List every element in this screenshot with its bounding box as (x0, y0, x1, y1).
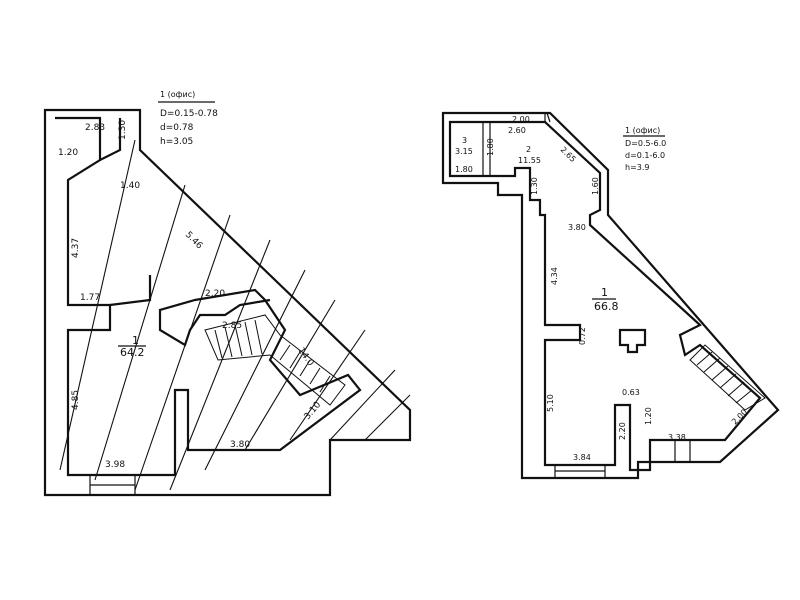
right-dim-260: 2.60 (508, 126, 526, 135)
right-top-corner-mark (544, 112, 551, 123)
right-dim-180a: 1.80 (455, 165, 473, 174)
right-legend-line4: h=3.9 (625, 163, 650, 172)
right-dim-265: 2.65 (559, 145, 578, 164)
right-window (554, 465, 606, 478)
right-dim-384: 3.84 (573, 453, 591, 462)
left-legend-line2: D=0.15-0.78 (160, 109, 218, 119)
right-staircase (689, 344, 766, 411)
left-legend-line4: h=3.05 (160, 137, 193, 147)
right-room2-number: 2 (526, 145, 531, 154)
left-room-area: 64.2 (120, 346, 145, 359)
right-legend-line1: 1 (офис) (625, 126, 660, 135)
left-dim-177: 1.77 (80, 293, 100, 303)
left-legend-line1: 1 (офис) (160, 90, 195, 99)
right-dim-338: 3.38 (668, 433, 686, 442)
left-upper-corridor (99, 118, 122, 161)
left-dim-485: 4.85 (71, 390, 81, 410)
left-dim-120: 1.20 (58, 148, 78, 158)
right-dim-180b: 1.80 (486, 138, 495, 156)
right-room1-area: 66.8 (594, 300, 619, 313)
left-legend-line3: d=0.78 (160, 123, 194, 133)
left-dim-140: 1.40 (120, 181, 140, 191)
left-dim-398: 3.98 (105, 460, 125, 470)
left-dim-546: 5.46 (183, 230, 204, 251)
right-dim-063: 0.63 (622, 388, 640, 397)
right-room2-area: 11.55 (518, 156, 541, 165)
left-staircase (204, 314, 346, 406)
right-door (674, 440, 691, 462)
right-dim-220: 2.20 (618, 422, 627, 440)
left-room-number: 1 (132, 334, 139, 347)
right-room3-number: 3 (462, 136, 467, 145)
left-dim-283: 2.83 (85, 123, 105, 133)
right-dim-380: 3.80 (568, 223, 586, 232)
right-room3-area: 3.15 (455, 147, 473, 156)
left-dim-437: 4.37 (71, 238, 81, 258)
right-floor-plan: 1 (офис) D=0.5-6.0 d=0.1-6.0 h=3.9 1 66.… (441, 111, 780, 480)
right-dim-434: 4.34 (550, 267, 559, 285)
right-inner-wall (448, 120, 762, 472)
right-dim-120: 1.20 (644, 407, 653, 425)
right-dim-top: 2.00 (512, 115, 530, 124)
left-dim-130: 1.30 (118, 120, 128, 140)
right-room1-number: 1 (601, 286, 608, 299)
left-dim-stair1: 2.85 (222, 321, 242, 331)
left-outer-wall (43, 108, 412, 497)
left-dim-380: 3.80 (230, 440, 250, 450)
left-inner-wall-2 (109, 275, 152, 307)
right-legend-line3: d=0.1-6.0 (625, 151, 665, 160)
right-column (618, 328, 647, 354)
right-dim-160: 1.60 (591, 177, 600, 195)
left-dim-220: 2.20 (205, 289, 225, 299)
right-dim-130: 1.30 (530, 177, 539, 195)
left-floor-plan: 1 (офис) D=0.15-0.78 d=0.78 h=3.05 1 64.… (43, 90, 412, 497)
left-hatching (59, 139, 411, 491)
right-legend-line2: D=0.5-6.0 (625, 139, 666, 148)
right-outer-wall (441, 111, 780, 480)
left-window (89, 475, 136, 495)
left-dim-stair2: 14.0 (296, 346, 316, 368)
right-dim-510: 5.10 (546, 394, 555, 412)
right-dim-072: 0.72 (578, 327, 587, 345)
